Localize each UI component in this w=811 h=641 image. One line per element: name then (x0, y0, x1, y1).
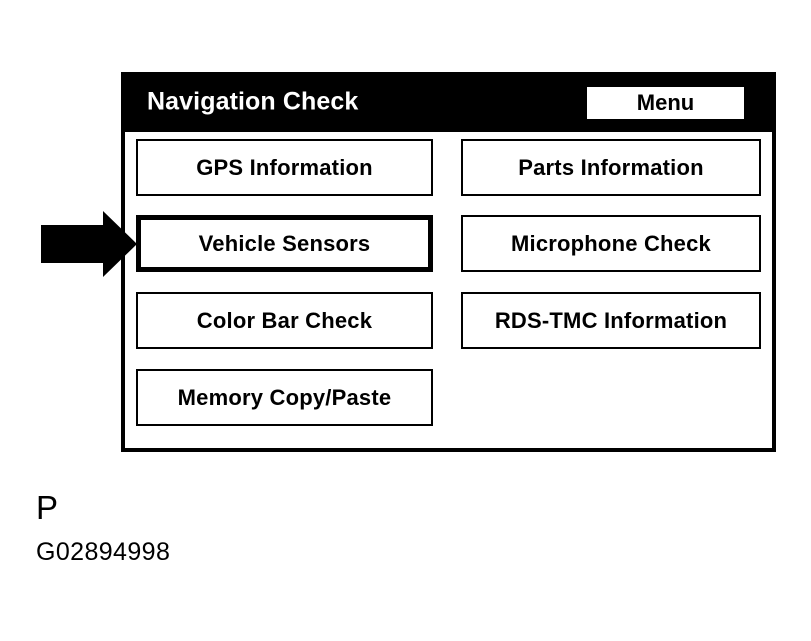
figure-id: G02894998 (36, 538, 171, 566)
button-color-bar-check[interactable]: Color Bar Check (136, 292, 433, 349)
button-grid: GPS Information Vehicle Sensors Color Ba… (125, 132, 772, 448)
button-parts-information[interactable]: Parts Information (461, 139, 761, 196)
button-memory-copy-paste[interactable]: Memory Copy/Paste (136, 369, 433, 426)
caption-letter: P (36, 489, 59, 526)
button-gps-information[interactable]: GPS Information (136, 139, 433, 196)
button-rds-tmc-information[interactable]: RDS-TMC Information (461, 292, 761, 349)
button-vehicle-sensors[interactable]: Vehicle Sensors (136, 215, 433, 272)
panel-header-bar: Navigation Check Menu (121, 72, 776, 132)
panel-body: GPS Information Vehicle Sensors Color Ba… (121, 132, 776, 452)
right-arrow-icon (41, 211, 137, 277)
navigation-check-panel: Navigation Check Menu GPS Information Ve… (121, 72, 776, 452)
button-microphone-check[interactable]: Microphone Check (461, 215, 761, 272)
page-title: Navigation Check (147, 87, 359, 116)
menu-button[interactable]: Menu (587, 87, 744, 119)
